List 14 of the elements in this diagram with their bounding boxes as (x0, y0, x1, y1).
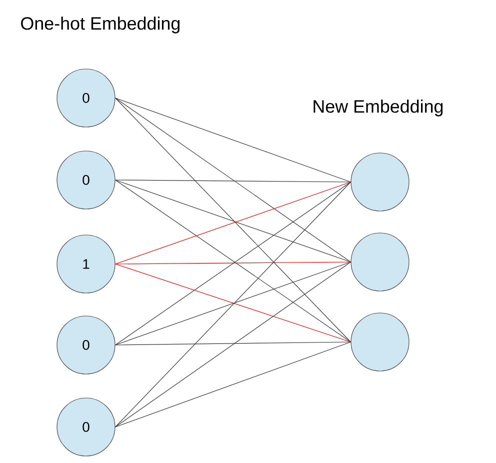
heading-label: New Embedding (314, 100, 443, 116)
connection-line (115, 98, 351, 182)
connection-line (115, 342, 351, 428)
output-circle (350, 152, 410, 212)
connection-line (115, 98, 351, 262)
connection-line (115, 182, 351, 428)
connection-line (115, 98, 351, 342)
connection-line (115, 262, 351, 264)
output-circle (350, 312, 410, 372)
connection-line (115, 342, 351, 346)
connection-line (115, 180, 351, 182)
heading-label: One-hot Embedding (21, 16, 180, 34)
connection-line (115, 262, 351, 428)
output-circle (350, 232, 410, 292)
